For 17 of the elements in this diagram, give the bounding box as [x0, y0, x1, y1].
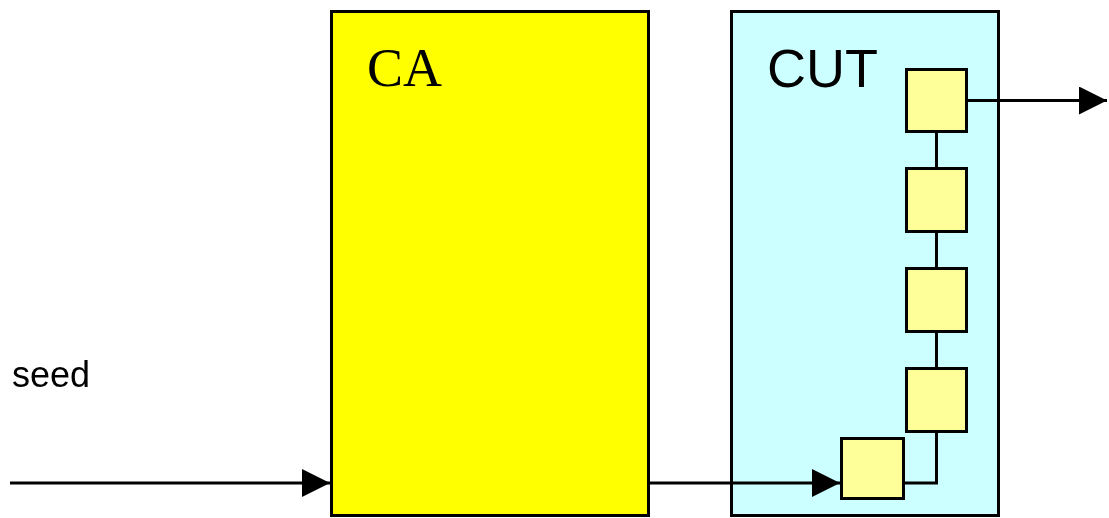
connector-line: [935, 133, 938, 167]
register-box: [840, 437, 905, 500]
arrow: [10, 469, 330, 497]
register-box: [905, 267, 968, 333]
signal-label: seed: [12, 357, 91, 393]
connector-line: [935, 233, 938, 267]
connector-line: [935, 333, 938, 367]
register-box: [905, 68, 968, 133]
ca-block: [330, 10, 650, 517]
register-box: [905, 167, 968, 233]
block-title: CA: [367, 41, 442, 95]
arrow: [650, 469, 840, 497]
block-title: CUT: [767, 41, 878, 95]
register-box: [905, 367, 968, 433]
arrow: [968, 86, 1107, 115]
cut-block: [730, 10, 1000, 517]
connector-line: [905, 433, 938, 485]
